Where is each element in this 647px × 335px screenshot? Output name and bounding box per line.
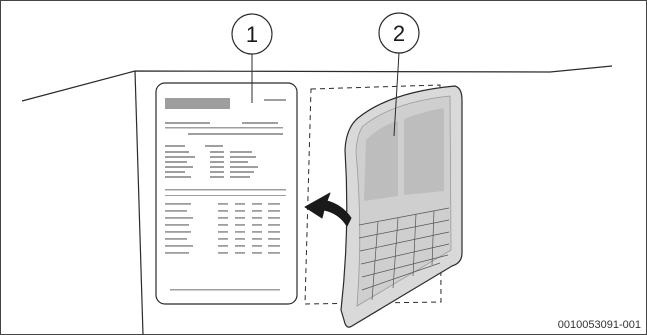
plate-print [165, 98, 286, 291]
callout-1-label: 1 [246, 22, 258, 47]
data-plate [155, 82, 298, 305]
appliance-housing [21, 65, 613, 335]
placement-outline [304, 84, 442, 305]
insulation-sheet [340, 85, 463, 328]
callout-1: 1 [231, 13, 273, 103]
sheet-grid [358, 207, 450, 301]
callout-2-label: 2 [393, 21, 405, 46]
figure-id: 0010053091-001 [557, 319, 641, 331]
callout-2: 2 [378, 12, 420, 137]
curved-arrow-icon [304, 192, 352, 227]
sheet-panels [364, 108, 444, 201]
